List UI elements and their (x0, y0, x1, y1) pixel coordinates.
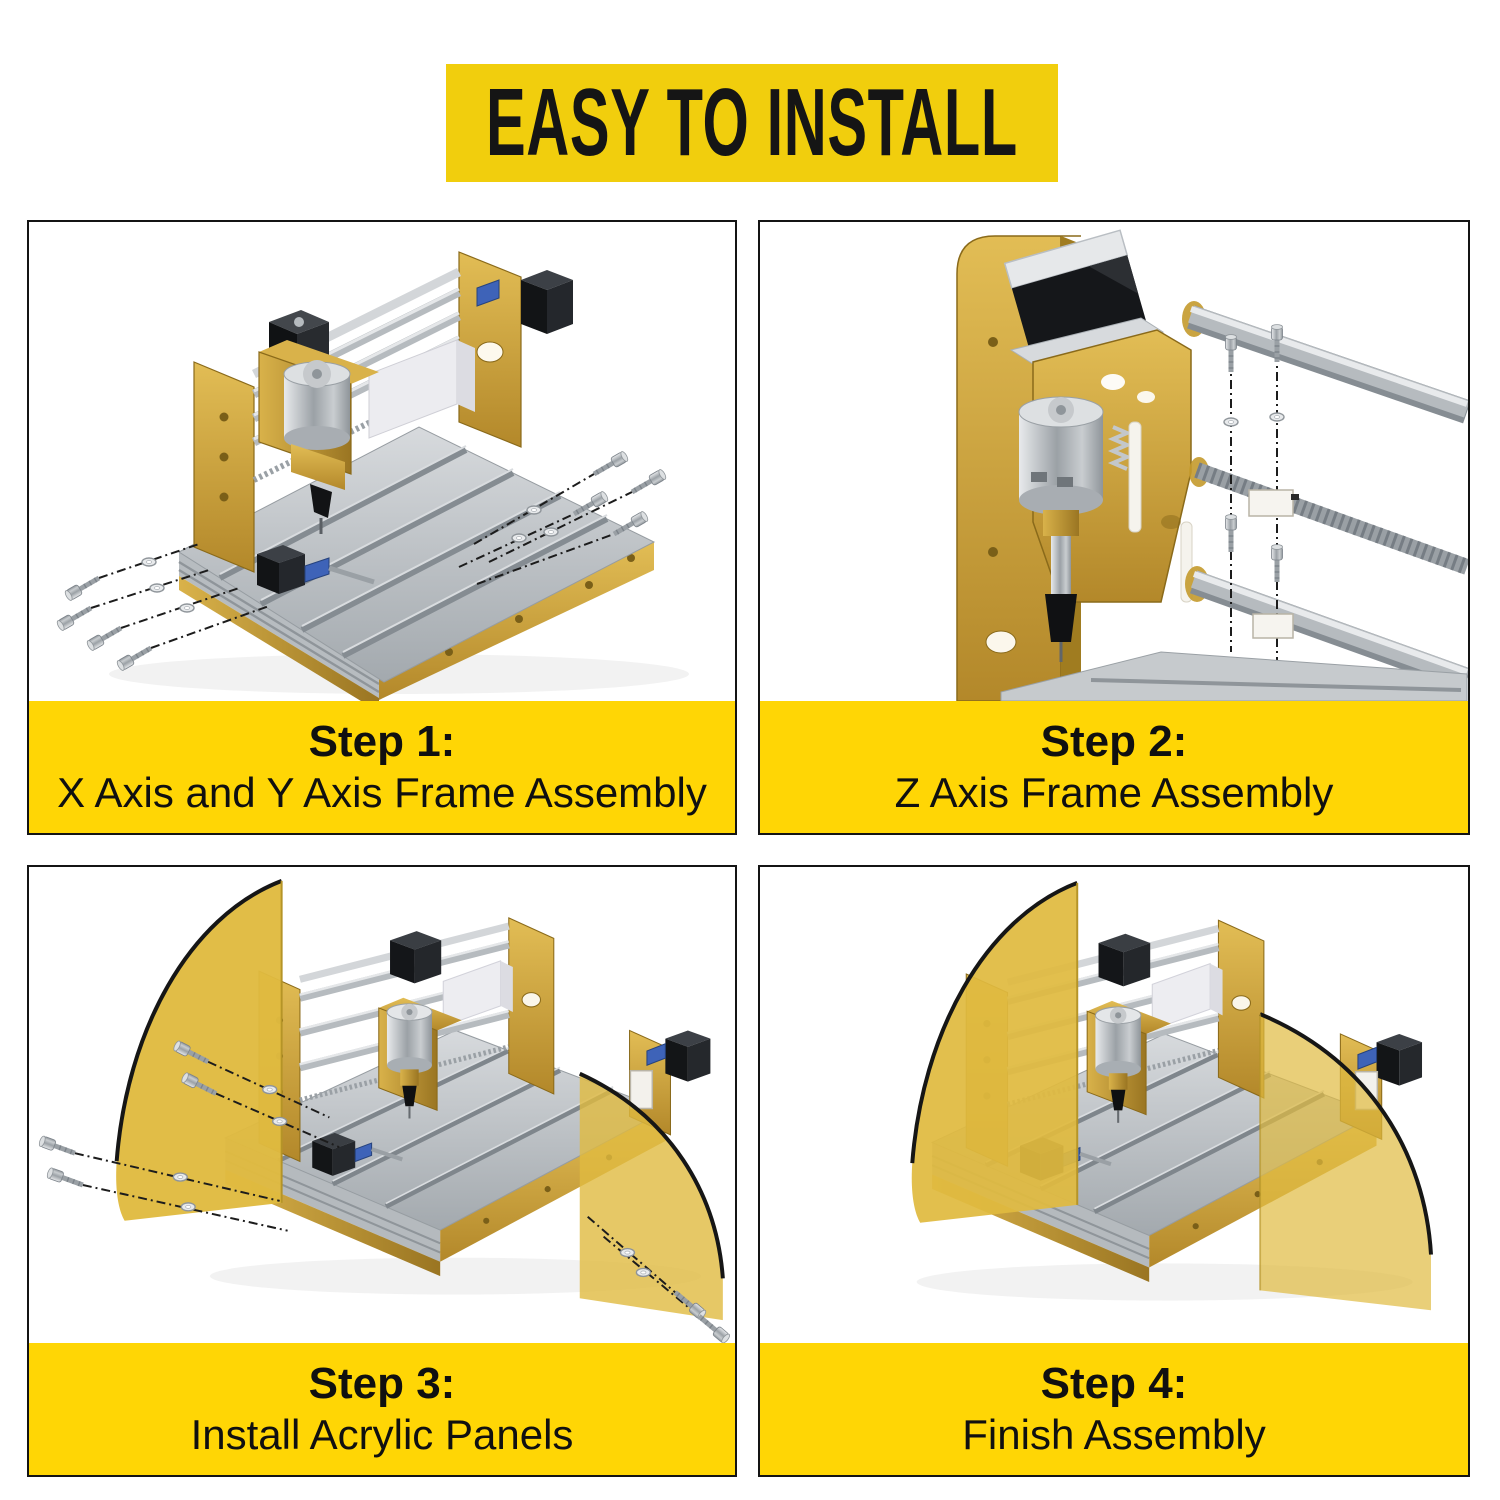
step-label: Step 4: (1040, 1358, 1188, 1408)
step-caption-2: Step 2: Z Axis Frame Assembly (760, 701, 1468, 833)
spindle-motor (1018, 396, 1104, 662)
step-description: Z Axis Frame Assembly (894, 768, 1334, 816)
panel-screws-bottom-left (37, 1134, 288, 1232)
acrylic-panel-left (910, 881, 1079, 1223)
spring (1107, 425, 1133, 471)
step-description: X Axis and Y Axis Frame Assembly (57, 768, 707, 816)
step-label: Step 2: (1040, 716, 1188, 766)
collet (310, 484, 332, 518)
work-table-edge (1000, 651, 1468, 701)
spindle-motor (283, 360, 351, 534)
lead-screw (1194, 462, 1468, 575)
illustration-cnc-acrylic-panels-exploded (37, 879, 732, 1343)
step-panel-3: Step 3: Install Acrylic Panels (27, 865, 737, 1477)
illustration-cnc-z-axis-closeup (956, 229, 1468, 701)
limit-switch (629, 1069, 654, 1110)
step-caption-1: Step 1: X Axis and Y Axis Frame Assembly (29, 701, 735, 833)
panel-screws-left (171, 1039, 340, 1149)
stepper-motor-y (257, 545, 375, 594)
title-banner: EASY TO INSTALL (446, 64, 1058, 182)
step-caption-4: Step 4: Finish Assembly (760, 1343, 1468, 1475)
step-label: Step 1: (308, 716, 456, 766)
collet (1045, 594, 1077, 642)
acrylic-panel-right (1259, 1012, 1433, 1311)
panel-screws-bottom-right (587, 1216, 732, 1343)
step-label: Step 3: (308, 1358, 456, 1408)
controller-box (368, 339, 475, 439)
step-description: Finish Assembly (962, 1410, 1266, 1458)
limit-switch (1248, 489, 1299, 639)
illustration-cnc-xy-frame-exploded (55, 251, 689, 701)
acrylic-panel-left (114, 879, 283, 1221)
step-panel-1: Step 1: X Axis and Y Axis Frame Assembly (27, 220, 737, 835)
base-frame (178, 542, 654, 701)
mounting-screws (1223, 323, 1285, 662)
stepper-motor-right (476, 270, 573, 334)
guide-rails (1182, 301, 1468, 692)
page-title: EASY TO INSTALL (486, 69, 1018, 176)
flange (1009, 317, 1165, 365)
illustration-cnc-machine-assembled (910, 881, 1433, 1311)
work-table (177, 426, 656, 683)
acrylic-panel-right (578, 1071, 725, 1321)
screws-left (55, 557, 195, 673)
steps-grid: Step 1: X Axis and Y Axis Frame Assembly (27, 220, 1470, 1477)
step-description: Install Acrylic Panels (190, 1410, 574, 1458)
step-panel-2: Step 2: Z Axis Frame Assembly (758, 220, 1470, 835)
step-panel-4: Step 4: Finish Assembly (758, 865, 1470, 1477)
step-caption-3: Step 3: Install Acrylic Panels (29, 1343, 735, 1475)
